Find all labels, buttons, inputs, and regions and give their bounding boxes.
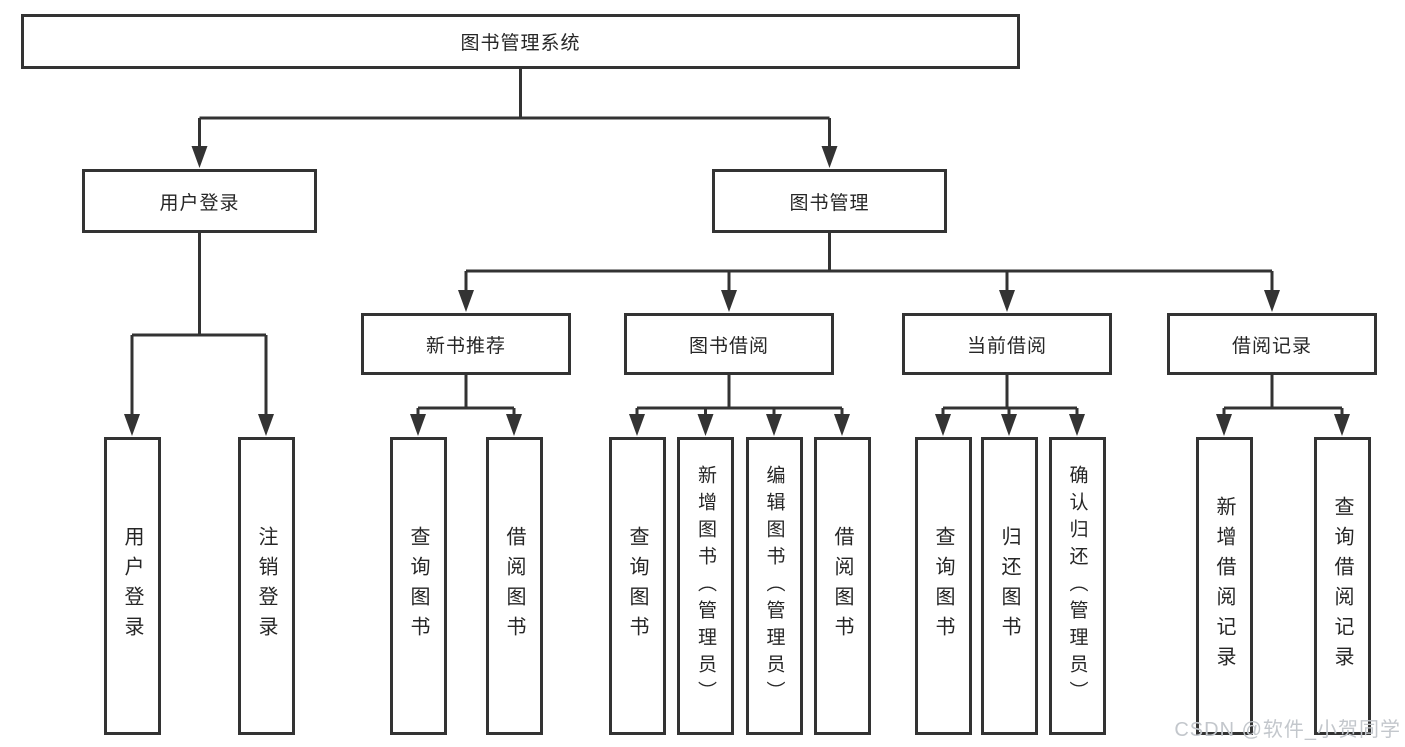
node-current-borrowing: 当前借阅 (902, 313, 1112, 375)
leaf-user-login: 用户登录 (103, 437, 161, 735)
node-borrowing-records: 借阅记录 (1167, 313, 1377, 375)
node-label: 图书管理系统 (460, 33, 581, 54)
node-label: 当前借阅 (966, 335, 1047, 357)
leaf-query-books-current: 查询图书 (914, 437, 972, 735)
leaf-label: 新增图书（管理员） (695, 464, 716, 708)
leaf-label: 新增借阅记录 (1213, 496, 1235, 676)
leaf-label: 查询借阅记录 (1331, 496, 1353, 676)
leaf-query-borrow-record: 查询借阅记录 (1313, 437, 1371, 735)
leaf-label: 确认归还（管理员） (1066, 464, 1088, 708)
node-book-management: 图书管理 (712, 169, 947, 233)
leaf-label: 借阅图书 (831, 526, 853, 646)
node-label: 图书借阅 (688, 335, 769, 357)
node-new-book-recommend: 新书推荐 (361, 313, 571, 375)
leaf-logout: 注销登录 (237, 437, 295, 735)
leaf-add-book-admin: 新增图书（管理员） (677, 437, 734, 735)
node-book-borrowing: 图书借阅 (624, 313, 834, 375)
leaf-label: 查询图书 (407, 526, 429, 646)
leaf-label: 用户登录 (121, 526, 143, 646)
leaf-query-books-recommend: 查询图书 (389, 437, 447, 735)
node-label: 借阅记录 (1231, 335, 1312, 357)
leaf-edit-book-admin: 编辑图书（管理员） (745, 437, 803, 735)
leaf-return-book: 归还图书 (980, 437, 1038, 735)
leaf-label: 借阅图书 (503, 526, 525, 646)
leaf-add-borrow-record: 新增借阅记录 (1195, 437, 1253, 735)
leaf-label: 编辑图书（管理员） (763, 464, 785, 708)
leaf-label: 查询图书 (932, 526, 954, 646)
leaf-confirm-return-admin: 确认归还（管理员） (1048, 437, 1106, 735)
watermark: CSDN @软件_小贺同学 (1174, 719, 1401, 741)
node-label: 用户登录 (159, 192, 240, 214)
leaf-borrow-books-recommend: 借阅图书 (485, 437, 543, 735)
leaf-borrow-books: 借阅图书 (813, 437, 871, 735)
leaf-label: 查询图书 (626, 526, 648, 646)
leaf-label: 注销登录 (255, 526, 277, 646)
node-user-login: 用户登录 (82, 169, 317, 233)
node-library-management-system: 图书管理系统 (21, 14, 1020, 69)
leaf-label: 归还图书 (998, 526, 1020, 646)
leaf-query-books-borrow: 查询图书 (608, 437, 666, 735)
node-label: 新书推荐 (425, 335, 506, 357)
connector-tree-lines (130, 69, 1344, 418)
node-label: 图书管理 (789, 192, 870, 214)
